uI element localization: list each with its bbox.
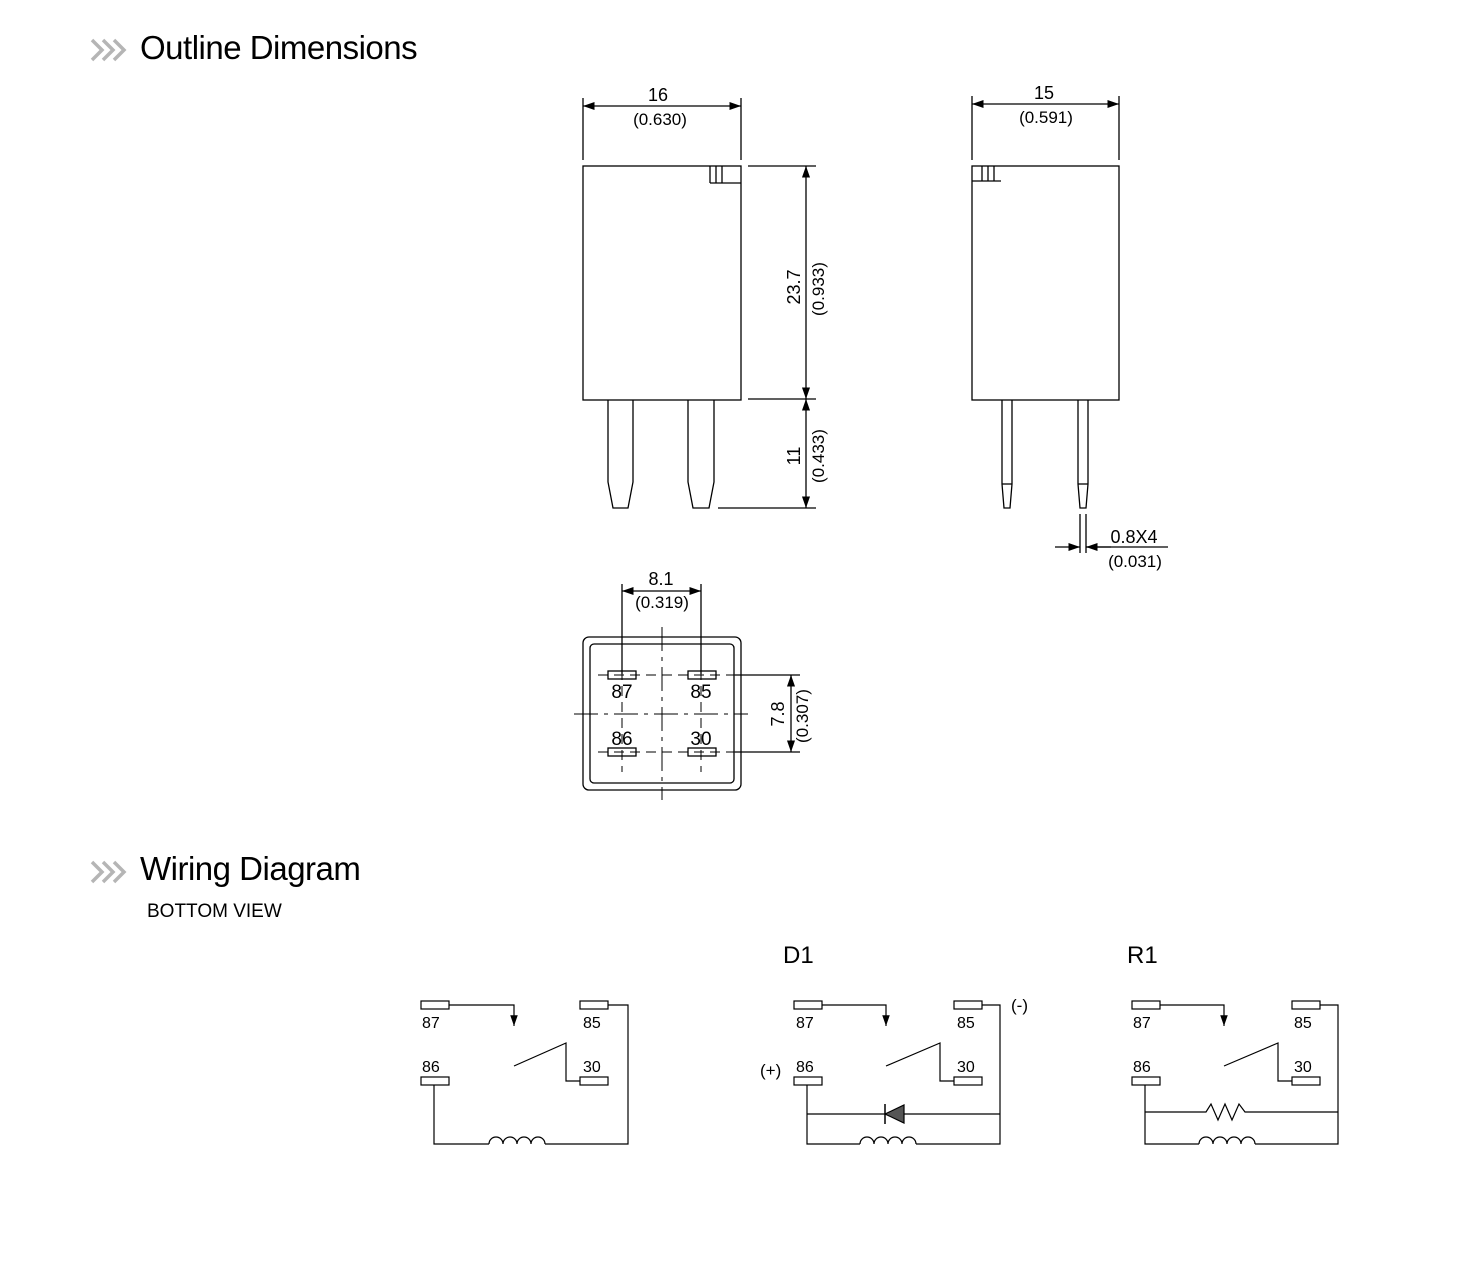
side-width-inch: (0.591) — [1019, 108, 1073, 127]
negative-label: (-) — [1011, 996, 1028, 1015]
pin-left-front — [607, 400, 634, 509]
positive-label: (+) — [760, 1061, 781, 1080]
relay-body-front — [582, 165, 742, 401]
wiring-std-pin-86: 86 — [422, 1059, 440, 1076]
wiring-std-pin-30: 30 — [583, 1059, 601, 1076]
wiring-r1-pin-85: 85 — [1294, 1015, 1312, 1032]
pin-length-value: 11 — [784, 447, 804, 466]
pin-spacing-y-inch: (0.307) — [793, 689, 812, 743]
bottom-view-label: BOTTOM VIEW — [147, 901, 282, 922]
front-width-inch: (0.630) — [633, 110, 687, 129]
wiring-r1-pin-87: 87 — [1133, 1015, 1151, 1032]
body-height-value: 23.7 — [784, 269, 804, 304]
footprint-pin-30: 30 — [690, 729, 711, 750]
r1-label: R1 — [1127, 942, 1158, 969]
pin-spacing-y-value: 7.8 — [768, 701, 788, 726]
pin-left-side — [1001, 400, 1013, 509]
pin-size-inch: (0.031) — [1108, 552, 1162, 571]
wiring-d1-pin-85: 85 — [957, 1015, 975, 1032]
pin-right-front — [687, 400, 715, 509]
front-width-value: 16 — [648, 85, 668, 105]
wiring-d1 — [793, 1000, 1001, 1145]
front-view — [582, 98, 816, 509]
wiring-r1-pin-30: 30 — [1294, 1059, 1312, 1076]
wiring-std-pin-87: 87 — [422, 1015, 440, 1032]
chevron-right-icon — [90, 860, 127, 884]
wiring-d1-pin-87: 87 — [796, 1015, 814, 1032]
wiring-r1 — [1131, 1000, 1339, 1145]
chevron-right-icon — [90, 38, 127, 62]
side-width-value: 15 — [1034, 83, 1054, 103]
body-height-inch: (0.933) — [809, 262, 828, 316]
pin-length-inch: (0.433) — [809, 429, 828, 483]
wiring-d1-pin-86: 86 — [796, 1059, 814, 1076]
footprint-pin-85: 85 — [690, 682, 711, 703]
relay-body-side — [971, 165, 1120, 401]
wiring-r1-pin-86: 86 — [1133, 1059, 1151, 1076]
pin-spacing-x-inch: (0.319) — [635, 593, 689, 612]
wiring-d1-pin-30: 30 — [957, 1059, 975, 1076]
footprint-pin-86: 86 — [611, 729, 632, 750]
outline-dimensions-title: Outline Dimensions — [140, 29, 418, 66]
footprint-pin-87: 87 — [611, 682, 632, 703]
pin-size-value: 0.8X4 — [1110, 527, 1157, 547]
bottom-footprint — [574, 584, 800, 800]
wiring-std-pin-85: 85 — [583, 1015, 601, 1032]
wiring-standard — [420, 1000, 629, 1145]
pin-spacing-x-value: 8.1 — [648, 569, 673, 589]
d1-label: D1 — [783, 942, 814, 969]
wiring-diagram-title: Wiring Diagram — [140, 850, 361, 887]
side-view — [971, 96, 1168, 553]
pin-right-side — [1077, 400, 1089, 509]
